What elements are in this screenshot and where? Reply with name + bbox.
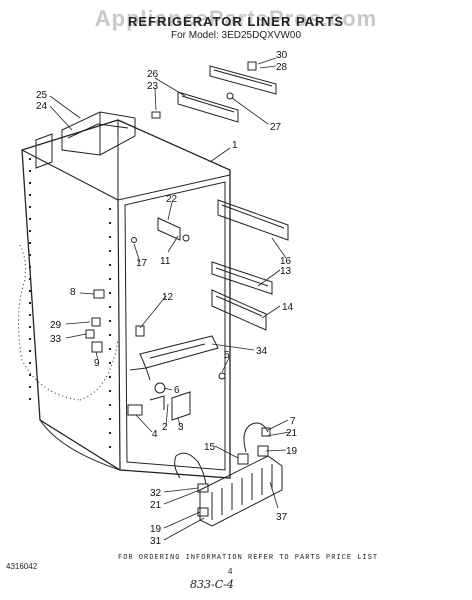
callout-32: 32 xyxy=(150,488,162,499)
callout-23: 23 xyxy=(147,81,159,92)
callout-16: 16 xyxy=(280,256,292,267)
callout-25: 25 xyxy=(36,90,48,101)
shelf-rail-14 xyxy=(211,289,267,331)
divider-cover xyxy=(129,335,219,381)
callout-28: 28 xyxy=(276,62,288,73)
light-shield-top xyxy=(151,91,239,123)
callout-13: 13 xyxy=(280,266,292,277)
callout-4: 4 xyxy=(152,429,158,440)
liner-body xyxy=(18,119,231,479)
callout-17: 17 xyxy=(136,258,148,269)
callout-1: 1 xyxy=(232,140,238,151)
callout-27: 27 xyxy=(270,122,282,133)
part-number: 4316042 xyxy=(6,562,38,571)
callout-24: 24 xyxy=(36,101,48,112)
callout-labels: 30 28 26 23 27 25 24 1 22 11 17 16 13 8 … xyxy=(36,50,298,547)
callout-21-lower: 21 xyxy=(150,500,162,511)
damper-parts xyxy=(85,289,105,353)
bracket-22 xyxy=(131,217,190,243)
callout-22: 22 xyxy=(166,194,178,205)
handwritten-note: 833-C-4 xyxy=(190,578,234,591)
air-duct xyxy=(61,111,136,156)
callout-31: 31 xyxy=(150,536,162,547)
callout-33: 33 xyxy=(50,334,62,345)
callout-29: 29 xyxy=(50,320,62,331)
callout-8: 8 xyxy=(70,287,76,298)
callout-14: 14 xyxy=(282,302,294,313)
callout-34: 34 xyxy=(256,346,268,357)
shelf-rail-13 xyxy=(211,261,273,295)
callout-11: 11 xyxy=(160,256,171,267)
model-label: For Model: 3ED25DQXVW00 xyxy=(170,30,302,41)
callout-15: 15 xyxy=(204,442,216,453)
callout-37: 37 xyxy=(276,512,288,523)
callout-26: 26 xyxy=(147,69,159,80)
callout-3: 3 xyxy=(178,422,184,433)
callout-19-lower: 19 xyxy=(150,524,162,535)
callout-30: 30 xyxy=(276,50,288,61)
callout-5: 5 xyxy=(224,350,230,361)
callout-9: 9 xyxy=(94,358,100,369)
ordering-note: FOR ORDERING INFORMATION REFER TO PARTS … xyxy=(118,554,379,562)
callout-12: 12 xyxy=(162,292,174,303)
control-parts xyxy=(127,382,191,421)
top-shelf-support xyxy=(209,61,277,100)
callout-19-upper: 19 xyxy=(286,446,298,457)
clip-12 xyxy=(135,325,145,337)
callout-6: 6 xyxy=(174,385,180,396)
shelf-rail-16 xyxy=(217,199,289,241)
water-tank-assembly xyxy=(174,422,283,527)
leader-lines xyxy=(49,57,291,541)
screw-5 xyxy=(218,372,226,380)
callout-21-upper: 21 xyxy=(286,428,298,439)
callout-2: 2 xyxy=(162,422,168,433)
page-number: 4 xyxy=(228,567,233,576)
callout-7: 7 xyxy=(290,416,296,427)
diagram-title: REFRIGERATOR LINER PARTS xyxy=(127,14,345,29)
watermark: AppliancePartsPros.com xyxy=(94,6,378,31)
